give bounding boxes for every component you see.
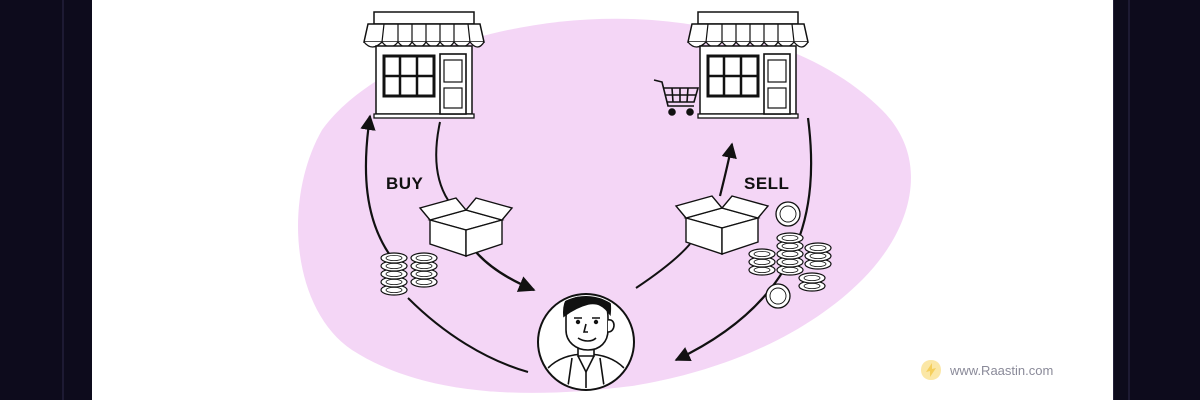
buy-label: BUY — [386, 174, 424, 193]
left-store-icon — [362, 10, 486, 120]
right-dark-margin — [1113, 0, 1200, 400]
right-margin-stripe — [1128, 0, 1130, 400]
shopping-cart-icon — [653, 79, 700, 116]
watermark: www.Raastin.com — [920, 359, 1053, 381]
left-margin-stripe — [62, 0, 64, 400]
arrow-store-to-box — [435, 121, 449, 201]
arrow-to-buy-store — [360, 114, 393, 259]
raastin-logo-icon — [921, 360, 941, 380]
arrow-person-to-sell-box — [635, 243, 691, 289]
person-avatar — [537, 293, 635, 391]
buy-sell-diagram — [298, 10, 911, 393]
arrow-to-sell-store — [718, 142, 737, 197]
illustration-canvas: BUY SELL www.Raastin.com — [92, 0, 1114, 400]
sell-label: SELL — [744, 174, 790, 193]
arrow-box-to-person — [475, 251, 536, 292]
watermark-text: www.Raastin.com — [950, 362, 1054, 378]
left-dark-margin — [0, 0, 93, 400]
right-store-icon — [686, 10, 810, 120]
arrow-coins-to-person — [407, 297, 529, 373]
